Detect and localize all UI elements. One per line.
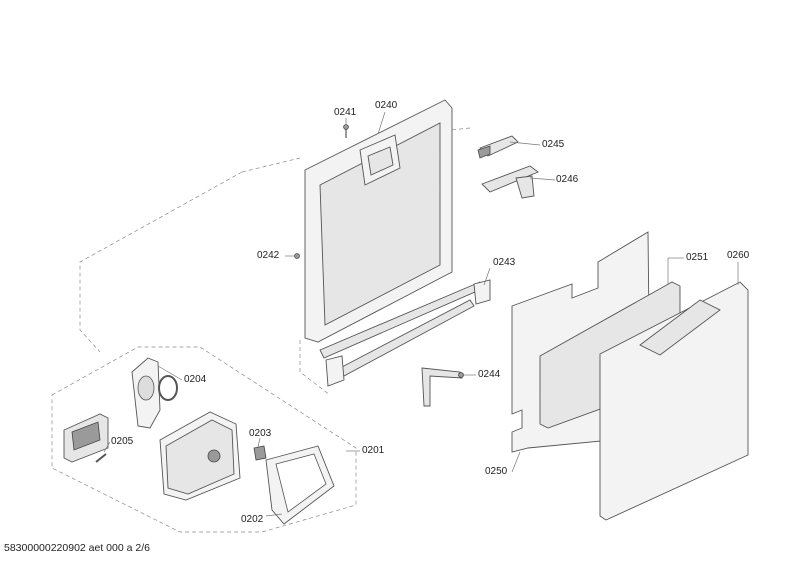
callout-0251: 0251 bbox=[686, 252, 709, 263]
callout-0202: 0202 bbox=[241, 514, 264, 525]
group-outline-control-module bbox=[51, 346, 357, 533]
cover-0204 bbox=[131, 357, 178, 429]
callout-0241: 0241 bbox=[334, 107, 357, 118]
callout-0205: 0205 bbox=[111, 436, 134, 447]
callout-0203: 0203 bbox=[249, 428, 272, 439]
bracket-0244 bbox=[421, 367, 464, 407]
drawing-code: 58300000220902 aet 000 a 2/6 bbox=[4, 542, 150, 554]
callout-0243: 0243 bbox=[493, 257, 516, 268]
control-module-0201 bbox=[159, 411, 241, 501]
group-outline-door bbox=[79, 127, 471, 396]
callout-0201: 0201 bbox=[362, 445, 385, 456]
leader-lines bbox=[103, 111, 739, 517]
callout-0245: 0245 bbox=[542, 139, 565, 150]
gasket-frame-0202 bbox=[265, 445, 335, 525]
callout-0242: 0242 bbox=[257, 250, 280, 261]
screw-0241 bbox=[343, 124, 349, 138]
outer-door-panel-0260 bbox=[599, 281, 749, 521]
small-part-0203 bbox=[253, 445, 267, 461]
callout-0204: 0204 bbox=[184, 374, 207, 385]
callout-0240: 0240 bbox=[375, 100, 398, 111]
hinge-part-0245 bbox=[477, 135, 519, 159]
display-module-0205 bbox=[63, 413, 109, 463]
callout-0250: 0250 bbox=[485, 466, 508, 477]
callout-0260: 0260 bbox=[727, 250, 750, 261]
screw-0242 bbox=[294, 253, 300, 259]
inner-door-frame bbox=[304, 99, 453, 343]
callout-0246: 0246 bbox=[556, 174, 579, 185]
callout-0244: 0244 bbox=[478, 369, 501, 380]
hinge-bracket-0246 bbox=[481, 165, 539, 199]
door-bottom-rail-0243 bbox=[319, 279, 491, 387]
